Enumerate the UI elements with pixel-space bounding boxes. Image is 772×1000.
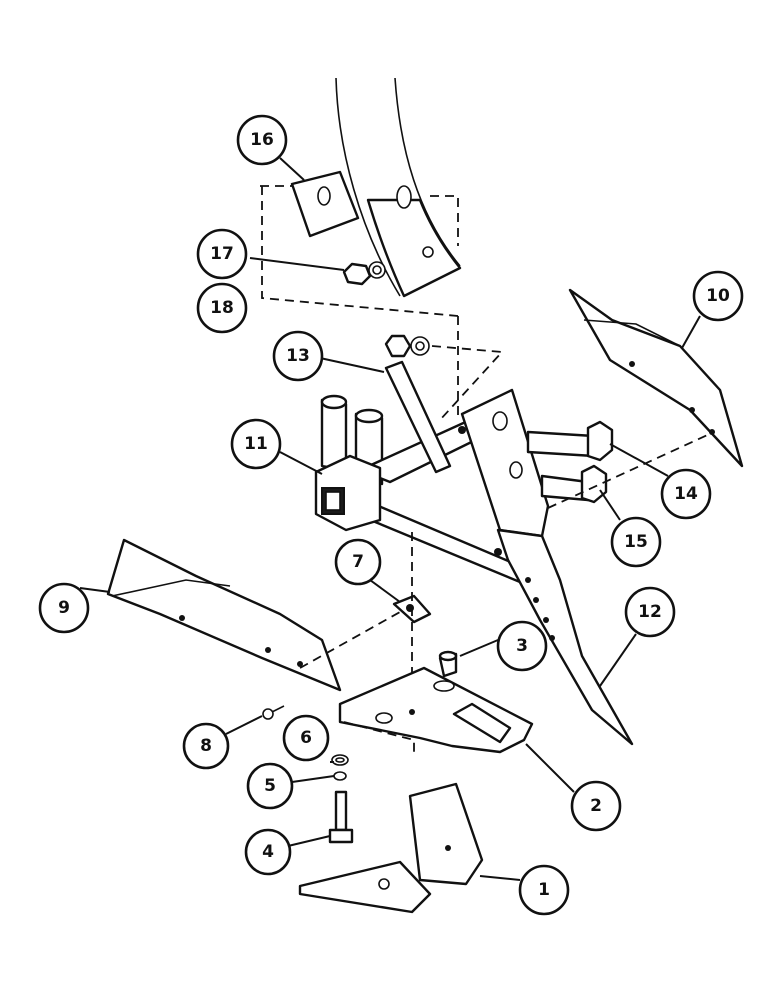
- assembly-boundary-middle: [431, 345, 504, 421]
- callout-4: 4: [244, 828, 292, 876]
- right-wing-blade: [568, 288, 744, 468]
- callout-2: 2: [570, 780, 622, 832]
- shank-bolt-lower: [540, 464, 608, 504]
- callout-6: 6: [282, 714, 330, 762]
- nut-and-washer-middle: [384, 334, 430, 358]
- callout-11: 11: [230, 418, 282, 470]
- svg-text:10: 10: [706, 286, 730, 306]
- callout-16: 16: [236, 114, 288, 166]
- callout-5: 5: [246, 762, 294, 810]
- svg-text:9: 9: [58, 598, 70, 618]
- callout-7: 7: [334, 538, 382, 586]
- nut-and-washer-upper: [342, 261, 386, 286]
- callout-1: 1: [518, 864, 570, 916]
- alignment-line-point: [343, 721, 415, 754]
- svg-text:15: 15: [624, 532, 648, 552]
- svg-text:18: 18: [210, 298, 234, 318]
- plow-point: [338, 666, 534, 754]
- svg-text:16: 16: [250, 130, 274, 150]
- curved-frame-bar: [335, 77, 462, 298]
- callout-17: 17: [196, 228, 248, 280]
- callout-10: 10: [692, 270, 744, 322]
- svg-text:11: 11: [244, 434, 268, 454]
- svg-text:17: 17: [210, 244, 234, 264]
- shank-frame: [314, 360, 634, 746]
- svg-text:6: 6: [300, 728, 312, 748]
- callout-15: 15: [610, 516, 662, 568]
- svg-text:7: 7: [352, 552, 364, 572]
- svg-text:4: 4: [262, 842, 274, 862]
- clamp-plate: [290, 170, 360, 238]
- callout-12: 12: [624, 586, 676, 638]
- hex-nut: [333, 771, 347, 781]
- callout-13: 13: [272, 330, 324, 382]
- lock-washer: [331, 754, 349, 766]
- alignment-line-right: [547, 431, 715, 509]
- retaining-pin: [438, 650, 458, 678]
- callout-14: 14: [660, 468, 712, 520]
- svg-text:12: 12: [638, 602, 662, 622]
- left-wing-blade: [106, 538, 342, 692]
- svg-text:5: 5: [264, 776, 276, 796]
- svg-text:8: 8: [200, 736, 212, 756]
- alignment-line-left: [299, 611, 401, 669]
- callout-3: 3: [496, 620, 548, 672]
- plow-bolt: [328, 790, 354, 844]
- callout-8: 8: [182, 722, 230, 770]
- svg-text:13: 13: [286, 346, 310, 366]
- wear-tip: [408, 782, 484, 886]
- callout-18: 18: [196, 282, 248, 334]
- leader-lines: [79, 157, 701, 881]
- svg-text:14: 14: [674, 484, 698, 504]
- callout-9: 9: [38, 582, 90, 634]
- wear-tip-spare: [298, 860, 432, 914]
- svg-text:1: 1: [538, 880, 550, 900]
- blade-bolt: [262, 705, 285, 720]
- shank-bolt-upper: [526, 420, 614, 462]
- svg-text:2: 2: [590, 796, 602, 816]
- svg-text:3: 3: [516, 636, 528, 656]
